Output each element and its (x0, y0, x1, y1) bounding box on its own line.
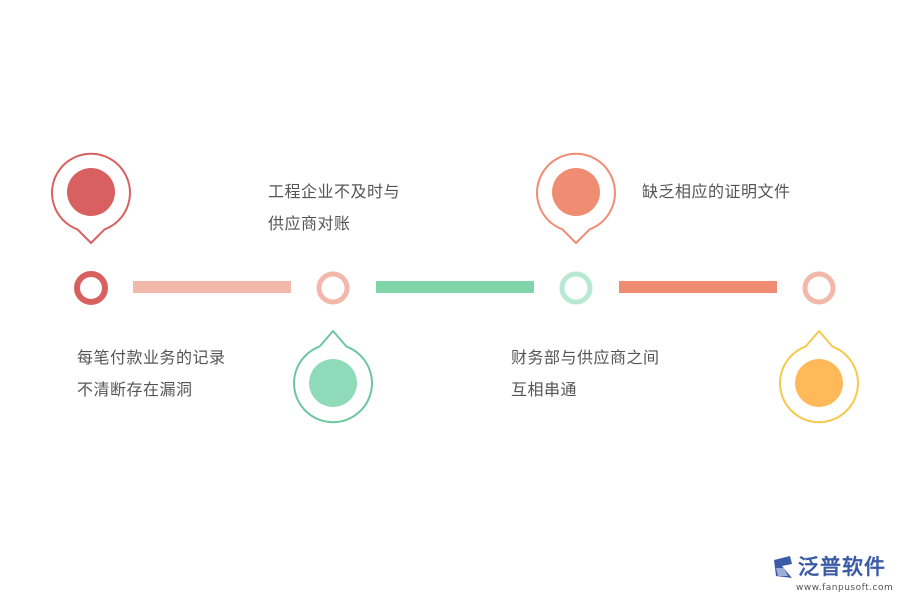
step-2-label: 工程企业不及时与 供应商对账 (268, 176, 400, 240)
timeline-node-1 (74, 271, 108, 305)
timeline-node-3 (559, 271, 593, 305)
step-1-line-1: 每笔付款业务的记录 (77, 348, 226, 367)
step-4-label: 缺乏相应的证明文件 (642, 176, 791, 208)
pin-marker-4 (779, 330, 859, 424)
timeline-node-4 (802, 271, 836, 305)
connector-bar-3 (619, 281, 777, 293)
timeline-node-2 (316, 271, 350, 305)
step-3-line-2: 互相串通 (511, 380, 578, 399)
pin-marker-1 (51, 152, 131, 244)
connector-bar-1 (133, 281, 291, 293)
fanpu-logo-icon (774, 556, 792, 578)
step-1-line-2: 不清断存在漏洞 (77, 380, 193, 399)
pin-marker-3 (536, 152, 616, 244)
step-2-line-1: 工程企业不及时与 (268, 182, 401, 201)
step-4-line-1: 缺乏相应的证明文件 (642, 182, 791, 201)
pin-marker-2 (293, 330, 373, 424)
step-2-line-2: 供应商对账 (268, 214, 351, 233)
brand-logo: 泛普软件 www.fanpusoft.com (770, 552, 895, 596)
connector-bar-2 (376, 281, 534, 293)
step-1-label: 每笔付款业务的记录 不清断存在漏洞 (77, 342, 226, 406)
step-3-label: 财务部与供应商之间 互相串通 (511, 342, 660, 406)
brand-url: www.fanpusoft.com (796, 583, 894, 593)
brand-name: 泛普软件 (798, 555, 886, 579)
step-3-line-1: 财务部与供应商之间 (511, 348, 660, 367)
